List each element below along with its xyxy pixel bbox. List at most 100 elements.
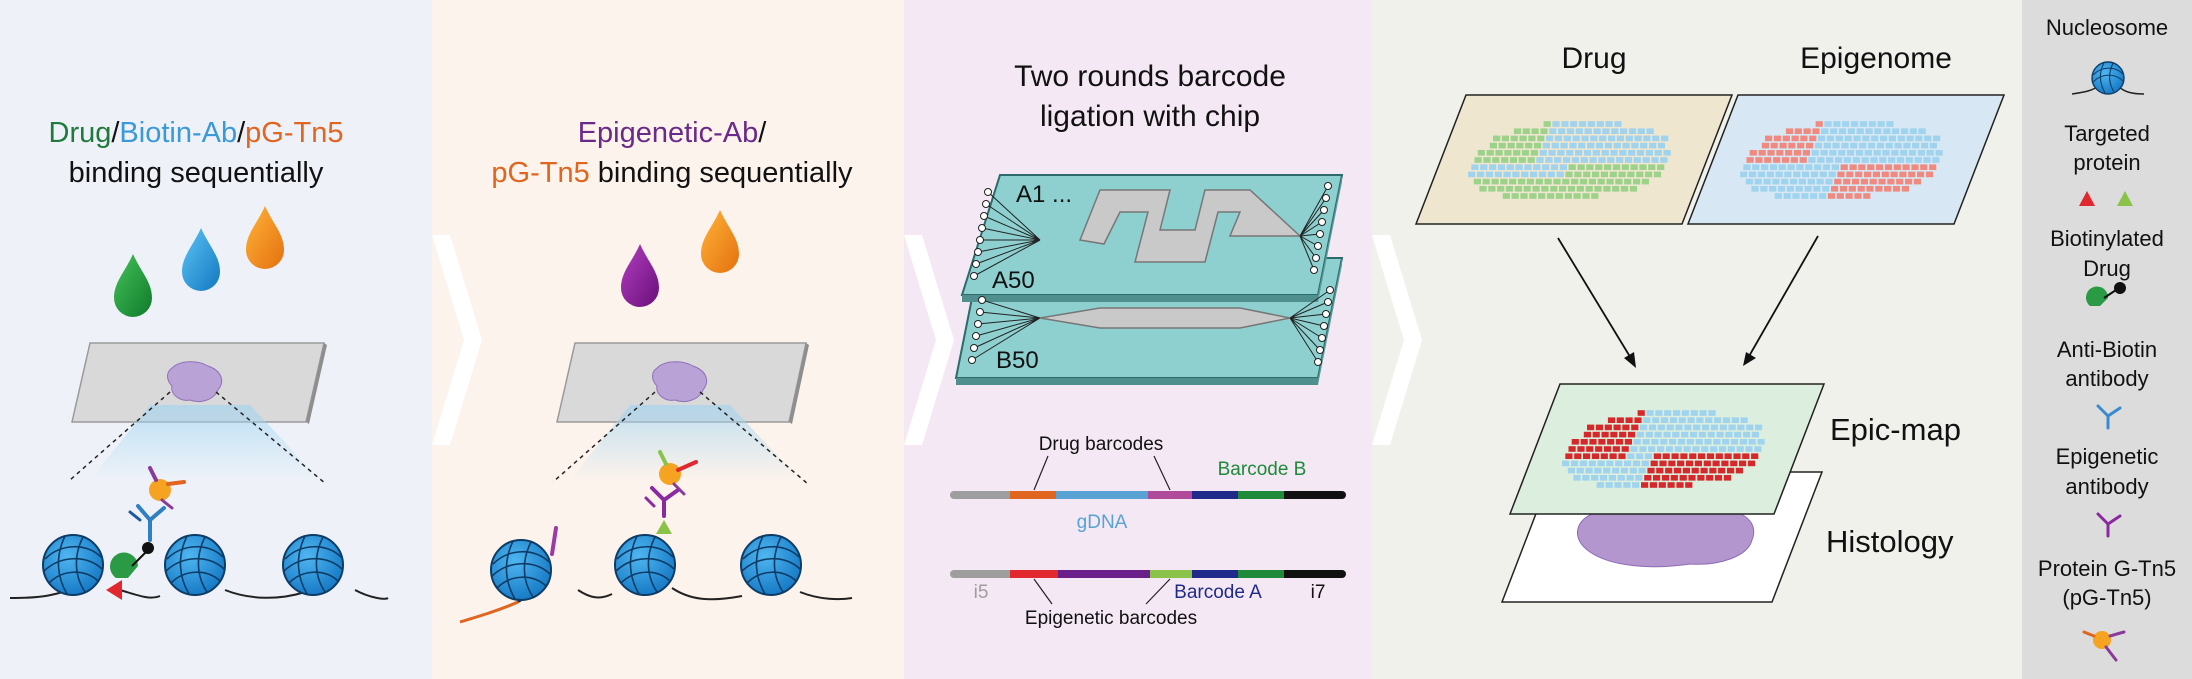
histology-tissue-image xyxy=(1577,507,1755,568)
epicmap-spot xyxy=(1693,424,1701,431)
drug-spot xyxy=(1498,142,1506,149)
epigenome-spot xyxy=(1918,128,1926,134)
drug-spot xyxy=(1507,142,1515,149)
drug-spot xyxy=(1639,164,1647,170)
panel1-title-biotin: Biotin-Ab xyxy=(119,117,237,149)
epigenome-spot xyxy=(1901,186,1909,192)
drug-spot xyxy=(1588,178,1596,185)
drug-spot xyxy=(1544,178,1552,185)
slide-edge-2 xyxy=(789,343,809,424)
drug-spot xyxy=(1504,150,1512,156)
drug-spot xyxy=(1479,186,1487,192)
epicmap-spot xyxy=(1739,460,1747,467)
epigenome-spot xyxy=(1859,121,1867,127)
drug-spot xyxy=(1624,178,1632,185)
drug-spot xyxy=(1657,142,1665,149)
epicmap-spot xyxy=(1705,417,1713,423)
epicmap-spot xyxy=(1571,460,1579,467)
epigenome-spot xyxy=(1776,150,1784,156)
epigenome-spot xyxy=(1770,142,1778,149)
drug-spot xyxy=(1576,186,1584,192)
epigenome-spot xyxy=(1834,178,1842,185)
epicmap-spot xyxy=(1669,439,1677,445)
epicmap-spot xyxy=(1620,467,1628,474)
epicmap-spot xyxy=(1636,453,1644,459)
drug-spot xyxy=(1534,142,1542,149)
drug-spot xyxy=(1503,171,1511,178)
drug-spot xyxy=(1530,171,1538,178)
epigenome-spot xyxy=(1926,150,1934,156)
drug-spot xyxy=(1513,150,1521,156)
epigenome-spot xyxy=(1817,157,1825,163)
epicmap-spot-grid xyxy=(1562,410,1765,488)
epicmap-spot xyxy=(1636,431,1644,438)
epigenome-spot xyxy=(1829,150,1837,156)
epicmap-spot xyxy=(1657,424,1665,431)
targeted-protein-red-icon xyxy=(106,580,122,600)
epicmap-spot xyxy=(1721,460,1729,467)
epicmap-spot xyxy=(1603,467,1611,474)
epicmap-spot xyxy=(1614,482,1622,488)
epicmap-spot xyxy=(1706,453,1715,459)
epigenome-spot xyxy=(1891,150,1899,156)
epigenome-spot xyxy=(1896,157,1905,163)
epigenome-spot xyxy=(1810,193,1818,199)
epigenome-spot xyxy=(1833,121,1841,127)
epigenome-spot xyxy=(1836,193,1844,199)
epigenome-spot xyxy=(1802,171,1810,178)
drug-spot xyxy=(1559,164,1567,170)
epigenome-spot xyxy=(1853,135,1861,142)
drug-spot xyxy=(1482,178,1490,185)
epicmap-spot xyxy=(1715,453,1723,459)
epigenome-spot xyxy=(1876,164,1884,170)
drug-spot xyxy=(1512,171,1520,178)
epicmap-spot xyxy=(1751,453,1759,459)
drug-spot xyxy=(1601,150,1609,156)
drug-spot xyxy=(1620,186,1629,192)
epigenome-spot xyxy=(1911,164,1919,170)
drug-spot xyxy=(1606,178,1614,185)
epicmap-spot xyxy=(1695,439,1703,445)
epicmap-spot xyxy=(1619,431,1627,438)
drug-spot xyxy=(1510,135,1518,142)
drug-spot xyxy=(1571,178,1579,185)
drug-spot xyxy=(1525,142,1533,149)
epigenome-spot xyxy=(1746,157,1754,163)
drug-spot xyxy=(1538,193,1546,199)
panel1-title-drug: Drug xyxy=(49,117,112,149)
epigenome-spot xyxy=(1844,135,1852,142)
epigenome-spot xyxy=(1858,164,1866,170)
epicmap-spot xyxy=(1724,453,1732,459)
epigenome-spot xyxy=(1781,178,1789,185)
epicmap-spot xyxy=(1644,453,1653,459)
epigenome-spot xyxy=(1905,157,1913,163)
epicmap-spot xyxy=(1632,482,1640,488)
drug-spot xyxy=(1489,142,1497,149)
drug-spot xyxy=(1515,164,1523,170)
legend: Nucleosome Targeted protein Biotinylated… xyxy=(2038,15,2176,662)
drug-spot xyxy=(1592,150,1600,156)
drug-spot xyxy=(1549,128,1557,134)
epicmap-spot xyxy=(1645,431,1653,438)
epicmap-spot xyxy=(1653,475,1661,481)
drug-spot xyxy=(1542,142,1550,149)
epicmap-spot xyxy=(1591,475,1599,481)
drug-spot xyxy=(1554,157,1562,163)
epigenome-spot xyxy=(1877,121,1885,127)
epigenome-spot xyxy=(1822,164,1831,170)
drug-spot xyxy=(1471,164,1479,170)
epigenome-spot xyxy=(1905,178,1913,185)
epigenome-spot xyxy=(1830,128,1838,134)
epigenome-spot xyxy=(1920,164,1928,170)
panel2-title-epi: Epigenetic-Ab xyxy=(578,117,759,149)
drug-barcodes-pointer-left xyxy=(1033,455,1049,491)
drug-spot xyxy=(1559,186,1567,192)
epicmap-spot xyxy=(1625,417,1633,423)
drug-spot xyxy=(1592,171,1600,178)
epigenome-spot xyxy=(1869,178,1877,185)
drug-spot xyxy=(1613,142,1621,149)
drug-spot xyxy=(1575,150,1583,156)
epicmap-spot xyxy=(1631,424,1639,431)
epicmap-spot xyxy=(1665,446,1673,452)
epicmap-spot xyxy=(1728,424,1736,431)
